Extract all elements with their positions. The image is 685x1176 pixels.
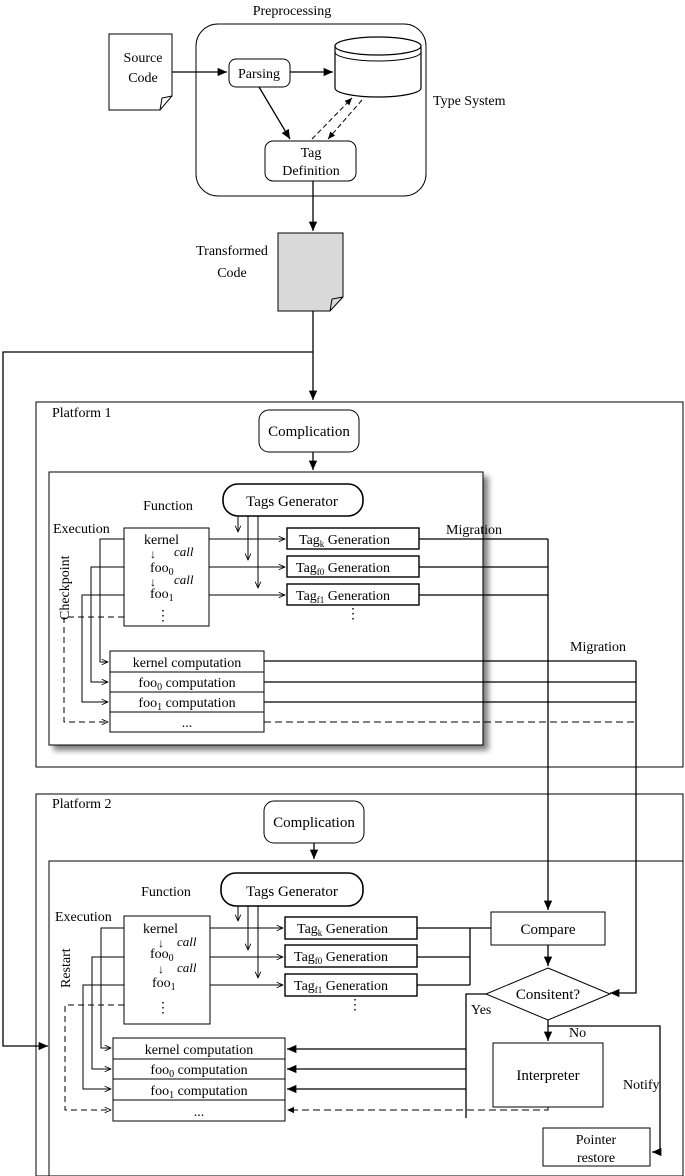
arrow-parsing-to-tagdef xyxy=(258,86,291,140)
platform1-call-arrow-1: ↓ xyxy=(150,547,156,561)
platform1-complication-label: Complication xyxy=(268,424,350,440)
platform1-comp-ellipsis: ... xyxy=(182,716,193,731)
consistent-label: Consitent? xyxy=(516,987,581,1003)
platform1-tags-generator-box xyxy=(222,483,364,517)
platform1-migration-lines xyxy=(264,538,636,723)
platform2-comp-kernel-label: kernel computation xyxy=(145,1043,253,1058)
platform2-comp-ellipsis: ... xyxy=(194,1105,205,1120)
platform2-fn-vdots: ⋮ xyxy=(156,1001,170,1016)
platform1-call-label-1: call xyxy=(174,544,194,559)
transformed-code-document-icon xyxy=(277,232,344,312)
type-system-label: Type System xyxy=(433,94,506,109)
platform2-call-label-2: call xyxy=(177,960,197,975)
dashed-arrow-db-to-tagdef xyxy=(327,99,363,140)
platform2-tag-f0-label: Tagf0 Generation xyxy=(294,950,388,966)
no-label: No xyxy=(569,1026,586,1041)
source-code-label-1: Source xyxy=(124,51,163,66)
arrow-transformed-to-platform2 xyxy=(2,351,313,1051)
platform2-call-arrow-2: ↓ xyxy=(158,962,164,976)
dashed-arrow-tagdef-to-db xyxy=(311,97,353,140)
parsing-label: Parsing xyxy=(238,67,280,82)
platform2-execution-label: Execution xyxy=(55,910,112,925)
platform1-call-arrow-2: ↓ xyxy=(150,575,156,589)
tag-definition-label-1: Tag xyxy=(301,146,322,161)
platform2-generator-connectors xyxy=(210,906,283,985)
platform2-tag-f0-box xyxy=(284,944,418,968)
platform2-tag-k-label: Tagk Generation xyxy=(297,922,388,938)
platform1-fn-foo1: foo1 xyxy=(150,587,174,604)
platform2-fn-foo0: foo0 xyxy=(150,947,174,964)
yes-branch-line xyxy=(465,993,486,1118)
platform1-tag-k-label: Tagk Generation xyxy=(299,533,390,549)
platform2-execution-connectors xyxy=(64,927,124,1110)
platform1-fn-vdots: ⋮ xyxy=(156,609,170,624)
platform2-comp-foo1-label: foo1 computation xyxy=(150,1084,247,1101)
platform1-fn-kernel: kernel xyxy=(144,533,179,548)
pointer-restore-box xyxy=(542,1127,651,1167)
platform1-migration-label-top: Migration xyxy=(446,523,502,538)
platform1-comp-foo1-label: foo1 computation xyxy=(138,696,235,713)
platform1-tag-f1-label: Tagf1 Generation xyxy=(296,589,390,605)
platform2-tag-f1-label: Tagf1 Generation xyxy=(294,979,388,995)
arrow-no-to-pointer-restore xyxy=(548,1025,662,1157)
platform2-function-label: Function xyxy=(141,885,191,900)
platform1-call-label-2: call xyxy=(174,572,194,587)
type-system-database-icon xyxy=(334,36,422,98)
platform1-box xyxy=(35,401,684,768)
pointer-restore-label-1: Pointer xyxy=(576,1133,617,1148)
platform2-comp-foo0-label: foo0 computation xyxy=(150,1063,247,1080)
platform1-function-box xyxy=(123,527,210,627)
pointer-restore-label-2: restore xyxy=(577,1151,615,1166)
tag-definition-box xyxy=(264,140,357,182)
transformed-code-label-2: Code xyxy=(217,266,247,281)
platform2-call-label-1: call xyxy=(177,934,197,949)
platform2-title: Platform 2 xyxy=(52,797,112,812)
platform2-comp-more xyxy=(112,1099,286,1122)
platform1-generator-connectors xyxy=(209,516,285,595)
platform1-function-label: Function xyxy=(143,499,193,514)
interpreter-box xyxy=(492,1042,604,1108)
platform1-tag-f0-label: Tagf0 Generation xyxy=(296,561,390,577)
platform1-comp-kernel-label: kernel computation xyxy=(133,656,241,671)
platform2-complication-label: Complication xyxy=(273,815,355,831)
platform1-tags-generator-label: Tags Generator xyxy=(246,494,338,510)
platform1-tag-vdots: ⋮ xyxy=(346,607,360,622)
platform2-call-arrow-1: ↓ xyxy=(158,936,164,950)
platform1-checkpoint-label: Checkpoint xyxy=(58,555,73,620)
platform1-comp-foo0-label: foo0 computation xyxy=(138,676,235,693)
platform1-execution-label: Execution xyxy=(53,522,110,537)
platform2-function-box xyxy=(123,915,211,1025)
source-code-document-icon xyxy=(108,33,173,111)
transformed-code-label-1: Transformed xyxy=(196,244,268,259)
platform2-inner-box xyxy=(48,860,684,1176)
platform2-fn-kernel: kernel xyxy=(143,922,178,937)
platform1-title: Platform 1 xyxy=(52,406,112,421)
compare-box xyxy=(490,911,606,946)
platform2-tag-to-compare-lines xyxy=(417,927,491,986)
source-code-label-2: Code xyxy=(128,71,158,86)
interpreter-label: Interpreter xyxy=(516,1068,579,1084)
platform1-complication-box xyxy=(258,409,360,453)
platform2-tags-generator-label: Tags Generator xyxy=(246,884,338,900)
platform1-execution-connectors xyxy=(63,538,124,722)
platform2-restart-label: Restart xyxy=(59,948,74,988)
arrow-migration-to-consistent xyxy=(610,661,637,998)
platform2-restore-arrows xyxy=(287,1044,549,1114)
yes-label: Yes xyxy=(471,1003,491,1018)
compare-label: Compare xyxy=(521,922,576,938)
notify-label: Notify xyxy=(623,1078,660,1093)
tag-definition-label-2: Definition xyxy=(282,164,340,179)
preprocessing-title: Preprocessing xyxy=(253,4,332,19)
platform2-tags-generator-box xyxy=(220,872,364,907)
platform1-migration-label-bottom: Migration xyxy=(570,640,626,655)
platform1-fn-foo0: foo0 xyxy=(150,561,174,578)
platform2-fn-foo1: foo1 xyxy=(152,976,176,993)
platform2-tag-vdots: ⋮ xyxy=(348,998,362,1013)
preprocessing-box xyxy=(195,23,427,197)
